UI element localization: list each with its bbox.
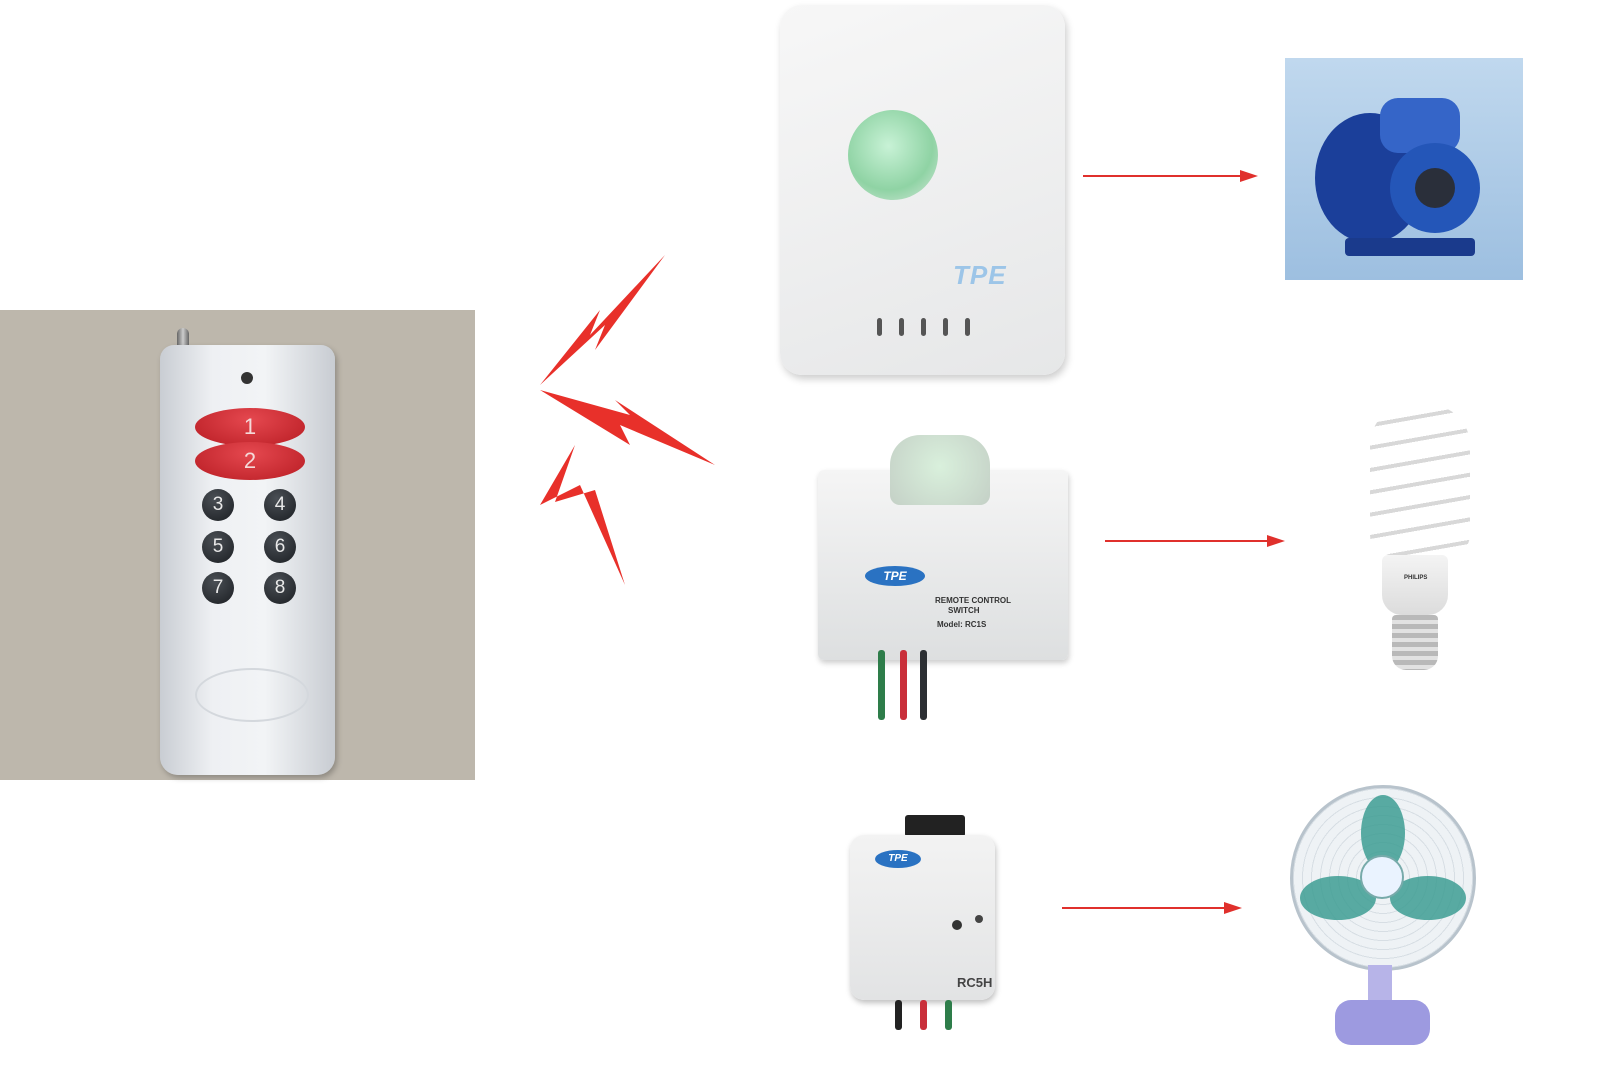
arrow-right-icon <box>1224 902 1242 914</box>
cfl-bulb-spiral <box>1370 405 1470 555</box>
vent-slot <box>965 318 970 336</box>
green-led-button <box>890 435 990 505</box>
black-wire <box>920 650 927 720</box>
remote-button-1: 1 <box>195 408 305 446</box>
module-model: Model: RC1S <box>937 620 987 629</box>
black-wire <box>895 1000 902 1030</box>
green-led-button <box>848 110 938 200</box>
fan-hub <box>1360 855 1404 899</box>
remote-led <box>241 372 253 384</box>
vent-slot <box>943 318 948 336</box>
remote-button-8: 8 <box>264 572 296 604</box>
arrow-line <box>1062 907 1227 909</box>
tpe-logo: TPE <box>865 566 925 586</box>
tpe-logo: TPE <box>953 260 1007 290</box>
fan-blades-icon <box>1300 795 1466 920</box>
indicator-dot <box>975 915 983 923</box>
water-pump-photo <box>1285 58 1523 280</box>
fan-stand <box>1368 965 1392 1005</box>
fan-base <box>1335 1000 1430 1045</box>
green-wire <box>945 1000 952 1030</box>
remote-button-6: 6 <box>264 531 296 563</box>
cfl-bulb-base: PHILIPS <box>1382 555 1448 615</box>
red-wire <box>900 650 907 720</box>
receiver-module-rc5h <box>850 835 995 1000</box>
remote-button-7: 7 <box>202 572 234 604</box>
arrow-right-icon <box>1240 170 1258 182</box>
remote-button-5: 5 <box>202 531 234 563</box>
green-wire <box>878 650 885 720</box>
vent-slot <box>899 318 904 336</box>
red-wire <box>920 1000 927 1030</box>
receiver-wall-switch <box>780 5 1065 375</box>
tpe-logo: TPE <box>875 850 921 868</box>
remote-oval-emboss <box>195 668 309 722</box>
water-pump-icon <box>1315 98 1480 256</box>
module-label: REMOTE CONTROL <box>935 596 1011 605</box>
arrow-line <box>1105 540 1270 542</box>
remote-button-2: 2 <box>195 442 305 480</box>
module-model: RC5H <box>957 975 993 990</box>
arrow-line <box>1083 175 1243 177</box>
bulb-brand: PHILIPS <box>1404 575 1428 581</box>
antenna <box>177 328 189 350</box>
rf-signal-lightning-icon <box>540 255 715 585</box>
module-label: SWITCH <box>948 606 980 615</box>
vent-slot <box>877 318 882 336</box>
arrow-right-icon <box>1267 535 1285 547</box>
indicator-dot <box>952 920 962 930</box>
remote-button-4: 4 <box>264 489 296 521</box>
module-cap <box>905 815 965 837</box>
cfl-bulb-screw <box>1392 615 1438 670</box>
vent-slot <box>921 318 926 336</box>
remote-button-3: 3 <box>202 489 234 521</box>
